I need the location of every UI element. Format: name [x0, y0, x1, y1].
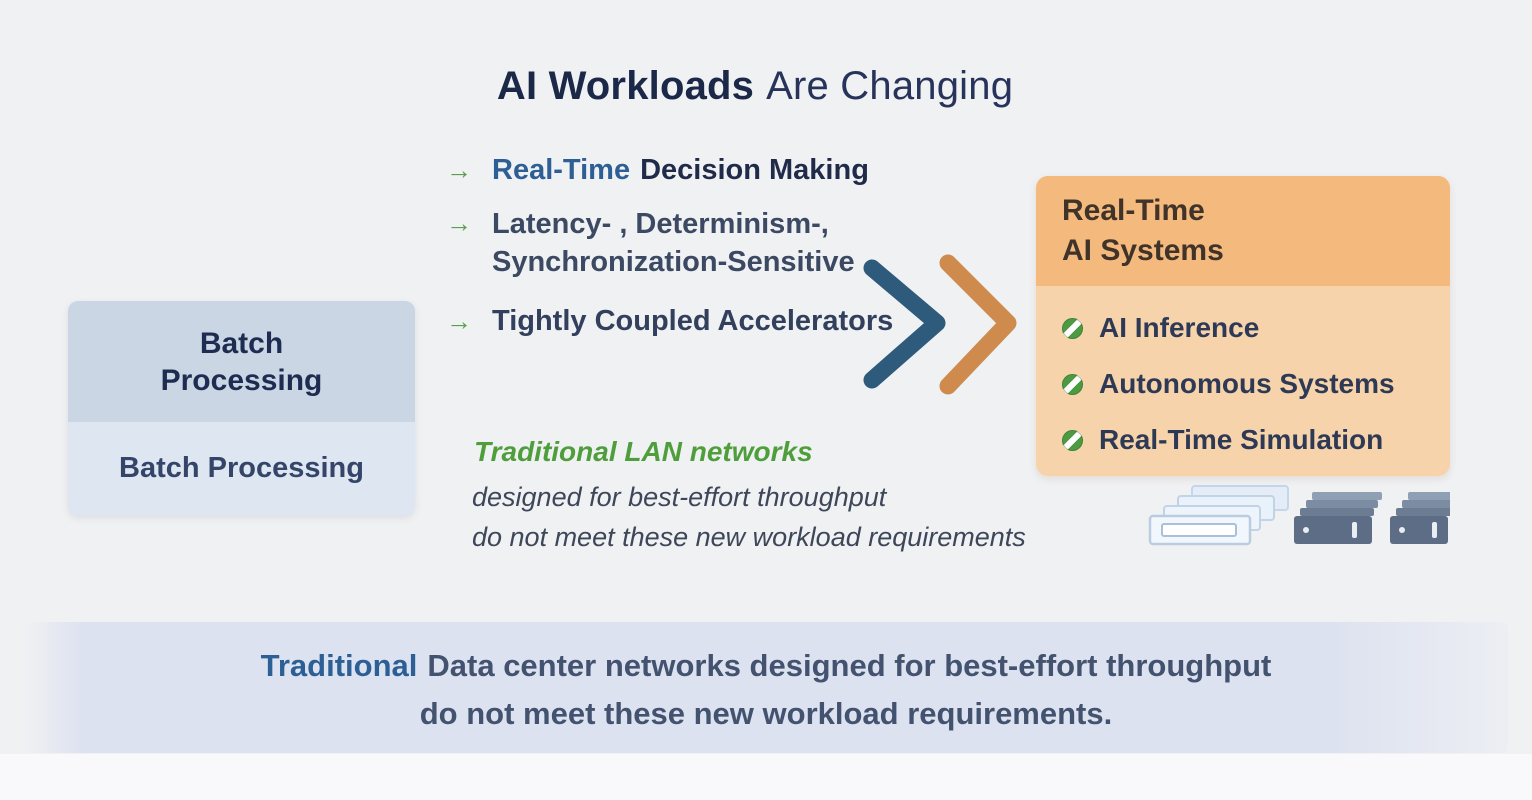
arrow-bullet-icon: → — [446, 155, 472, 185]
banner-line2: do not meet these new workload requireme… — [419, 696, 1113, 731]
list-item: Real-Time Simulation — [1062, 420, 1450, 460]
list-item: → Tightly Coupled Accelerators — [446, 303, 926, 340]
list-item: AI Inference — [1062, 308, 1450, 348]
check-badge-icon — [1062, 429, 1083, 451]
check-badge-icon — [1062, 317, 1083, 339]
list-item: → Latency- , Determinism-, Synchronizati… — [446, 205, 926, 281]
server-stack-dark-icon — [1390, 492, 1450, 544]
batch-box-header: Batch Processing — [68, 301, 415, 422]
banner-line1-emphasis: Traditional — [260, 648, 418, 683]
workload-changes-list: → Real-Time Decision Making → Latency- , … — [446, 152, 926, 340]
arrow-bullet-icon: → — [446, 306, 472, 336]
realtime-box-title-line1: Real-Time — [1062, 194, 1205, 227]
batch-box-title: Batch Processing — [160, 326, 323, 397]
lan-note-line2: do not meet these new workload requireme… — [472, 522, 1026, 552]
page-title-rest: Are Changing — [766, 64, 1014, 108]
realtime-item-label: AI Inference — [1099, 312, 1260, 343]
workload-item-accent: Real-Time — [492, 154, 631, 186]
lan-note-heading: Traditional LAN networks — [474, 436, 813, 467]
batch-processing-box: Batch Processing Batch Processing — [68, 301, 415, 515]
bottom-banner: Traditional Data center networks designed… — [24, 622, 1508, 753]
workload-item-line: Latency- , Determinism-, — [492, 208, 829, 240]
lan-note-line1: designed for best-effort throughput — [472, 482, 887, 512]
workload-item-rest: Decision Making — [640, 154, 869, 186]
banner-line1-rest: Data center networks designed for best-e… — [427, 648, 1272, 683]
server-stack-dark-icon — [1294, 492, 1382, 544]
page-title-emphasis: AI Workloads — [496, 64, 755, 108]
workload-item-label: Real-Time Decision Making — [492, 152, 869, 189]
workload-item-line: Synchronization-Sensitive — [492, 246, 855, 278]
realtime-ai-systems-box: Real-Time AI Systems AI Inference Autono… — [1036, 176, 1450, 476]
realtime-item-label: Real-Time Simulation — [1099, 424, 1384, 455]
chevron-orange-icon — [939, 254, 1017, 395]
realtime-box-header: Real-Time AI Systems — [1036, 176, 1450, 286]
server-stacks-graphic — [1148, 485, 1450, 546]
realtime-box-body: AI Inference Autonomous Systems Real-Tim… — [1036, 286, 1450, 460]
footer-strip — [0, 754, 1532, 800]
banner-line1: Traditional Data center networks designed… — [24, 646, 1508, 686]
workload-item-label: Latency- , Determinism-, Synchronization… — [492, 205, 855, 281]
realtime-box-title-line2: AI Systems — [1062, 234, 1224, 267]
batch-box-body: Batch Processing — [68, 422, 415, 515]
arrow-bullet-icon: → — [446, 208, 472, 238]
batch-box-label: Batch Processing — [119, 452, 364, 484]
server-stack-light-icon — [1148, 485, 1289, 546]
list-item: Autonomous Systems — [1062, 364, 1450, 404]
check-badge-icon — [1062, 373, 1083, 395]
workload-item-label: Tightly Coupled Accelerators — [492, 305, 894, 337]
list-item: → Real-Time Decision Making — [446, 152, 926, 189]
chevron-dark-icon — [863, 259, 946, 389]
realtime-item-label: Autonomous Systems — [1099, 368, 1395, 399]
